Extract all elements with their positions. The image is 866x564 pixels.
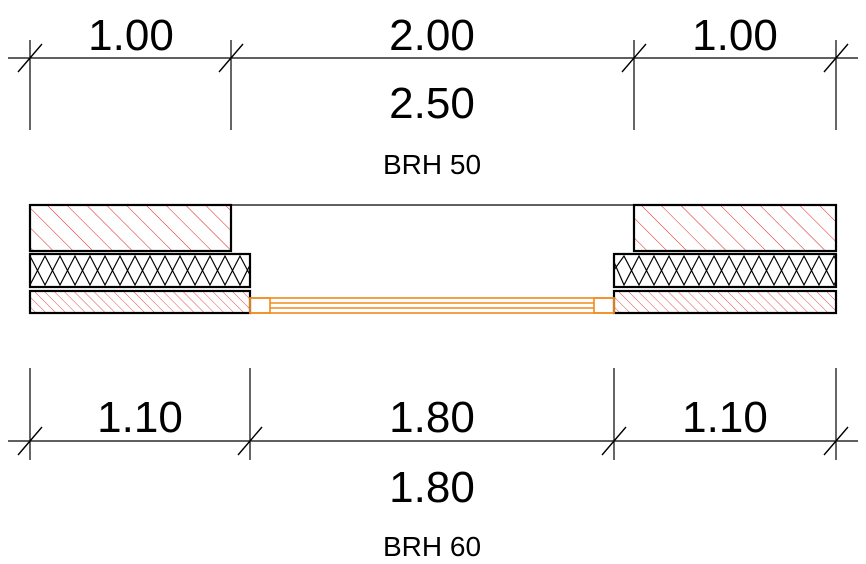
left-inner-leaf — [28, 289, 252, 315]
left-insulation — [28, 252, 252, 289]
top-right-dimension: 1.00 — [692, 11, 778, 60]
right-inner-leaf — [612, 289, 838, 315]
bottom-tick-1 — [17, 426, 43, 456]
left-outer-leaf — [28, 203, 233, 253]
top-tick-2 — [218, 43, 244, 73]
right-outer-leaf — [632, 203, 838, 253]
right-insulation — [612, 252, 838, 289]
bottom-tick-4 — [823, 426, 849, 456]
bottom-tick-2 — [237, 426, 263, 456]
wall-section — [28, 203, 838, 315]
window-frame — [249, 297, 615, 314]
bottom-tick-3 — [601, 426, 627, 456]
top-dimension-chain: 1.00 2.00 1.00 2.50 BRH 50 — [8, 11, 858, 180]
bottom-right-dimension: 1.10 — [682, 393, 768, 442]
bottom-middle-dimension: 1.80 — [389, 393, 475, 442]
top-height-label: BRH 50 — [383, 149, 481, 180]
bottom-opening-dimension: 1.80 — [389, 463, 475, 512]
top-tick-4 — [823, 43, 849, 73]
bottom-dimension-chain: 1.10 1.80 1.10 1.80 BRH 60 — [8, 368, 858, 562]
top-middle-dimension: 2.00 — [389, 11, 475, 60]
top-left-dimension: 1.00 — [88, 11, 174, 60]
bottom-height-label: BRH 60 — [383, 531, 481, 562]
top-tick-3 — [621, 43, 647, 73]
top-opening-dimension: 2.50 — [389, 79, 475, 128]
bottom-left-dimension: 1.10 — [97, 393, 183, 442]
top-tick-1 — [17, 43, 43, 73]
